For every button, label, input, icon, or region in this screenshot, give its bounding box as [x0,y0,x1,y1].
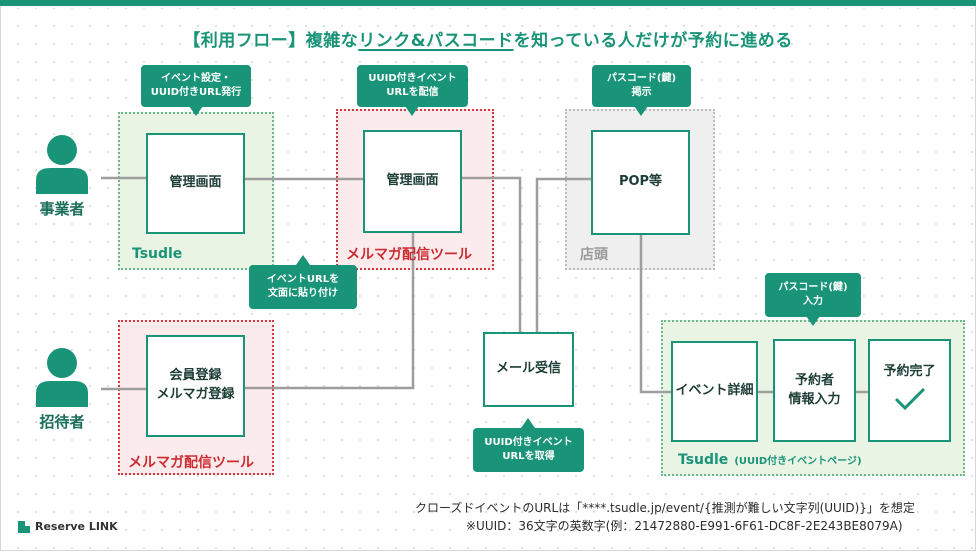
node-admin-tsudle: 管理画面 [146,133,245,234]
callout-get-url-text: UUID付きイベント URLを取得 [484,436,573,463]
region-shop-label: 店頭 [580,247,608,263]
actor-operator-label: 事業者 [39,200,85,218]
callout-deliver-url: UUID付きイベント URLを配信 [357,65,468,116]
diagram-title: 【利用フロー】複雑なリンク&パスコードを知っている人だけが予約に進める [183,31,793,51]
callout-passcode-post-text: パスコード(鍵) 掲示 [606,72,677,99]
region-mailmag-bottom-label: メルマガ配信ツール [128,455,254,471]
region-tsudle-bottom-label: Tsudle (UUID付きイベントページ) [678,452,862,468]
logo-text: Reserve LINK [35,520,118,533]
node-register: 会員登録 メルマガ登録 [146,335,245,437]
node-booking-done: 予約完了 [868,339,951,442]
note-url-format: クローズドイベントのURLは「****.tsudle.jp/event/{推測が… [415,501,915,515]
reserve-link-logo: Reserve LINK [18,520,118,533]
actor-invitee-label: 招待者 [39,413,85,431]
person-icon [36,348,88,407]
logo-mark-icon [18,520,30,533]
note-uuid-example: ※UUID：36文字の英数字(例：21472880-E991-6F61-DC8F… [466,519,903,533]
callout-passcode-post: パスコード(鍵) 掲示 [592,65,691,116]
node-admin-mailmag: 管理画面 [363,130,462,233]
callout-passcode-input: パスコード(鍵) 入力 [765,273,861,326]
actor-operator: 事業者 [27,132,97,219]
checkmark-icon [894,387,925,410]
callout-passcode-input-text: パスコード(鍵) 入力 [778,281,848,308]
callout-event-setup: イベント設定・ UUID付きURL発行 [141,65,251,116]
region-mailmag-top-label: メルマガ配信ツール [346,247,472,263]
region-tsudle-bottom-subtitle: (UUID付きイベントページ) [734,456,862,467]
person-icon [36,135,88,194]
node-mail-receive: メール受信 [483,332,574,407]
callout-event-setup-text: イベント設定・ UUID付きURL発行 [150,72,242,99]
region-tsudle-bottom-title: Tsudle [678,452,729,468]
node-event-detail: イベント詳細 [671,341,758,442]
actor-invitee: 招待者 [27,345,97,432]
region-tsudle-top-label: Tsudle [132,246,183,262]
top-accent-bar [0,0,976,6]
callout-deliver-url-text: UUID付きイベント URLを配信 [368,72,457,99]
node-pop: POP等 [591,130,690,235]
callout-get-url: UUID付きイベント URLを取得 [473,418,584,472]
callout-paste-url: イベントURLを 文面に貼り付け [249,255,357,309]
callout-paste-url-text: イベントURLを 文面に貼り付け [266,273,340,300]
node-booking-done-label: 予約完了 [883,364,936,379]
node-booker-input: 予約者 情報入力 [773,339,856,442]
